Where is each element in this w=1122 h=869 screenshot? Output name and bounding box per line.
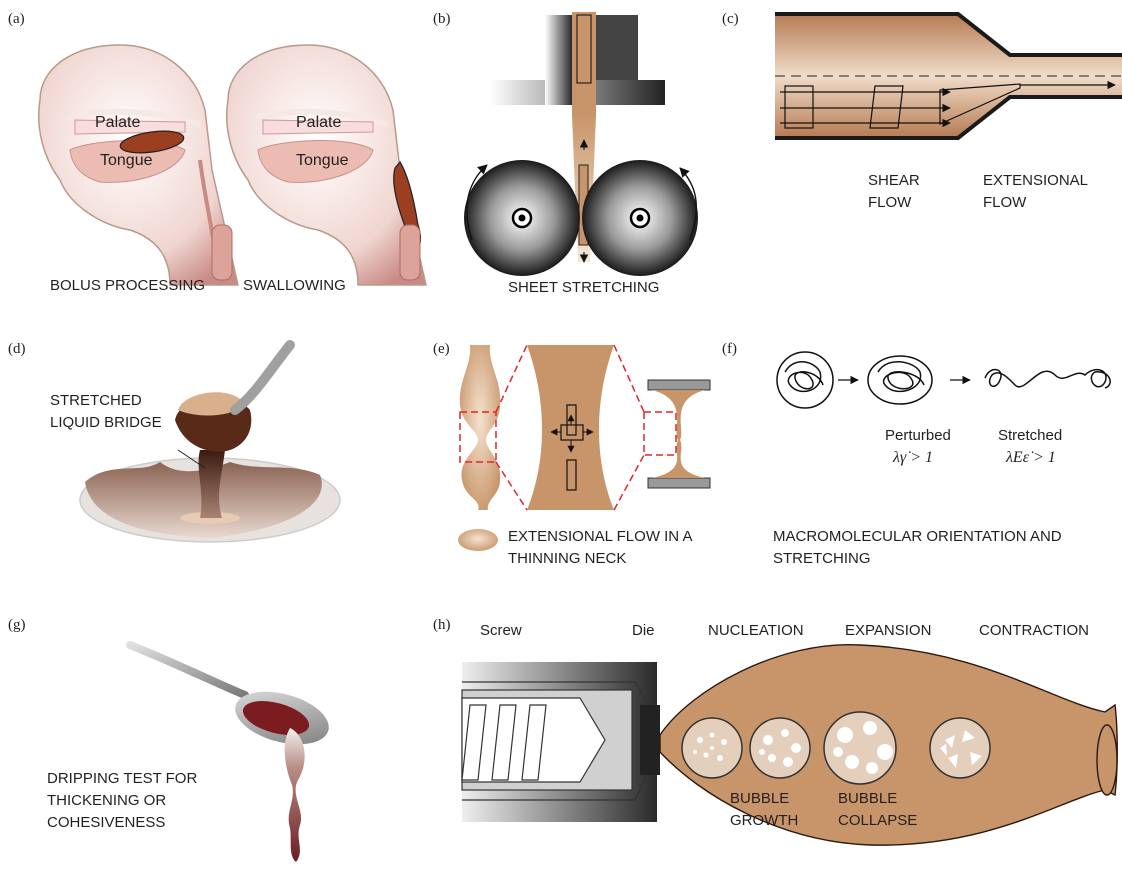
panel-g-label: (g) xyxy=(8,614,26,636)
panel-c-channel xyxy=(775,14,1122,138)
equation-perturbed: λγ̇ > 1 xyxy=(893,447,933,469)
label-die: Die xyxy=(632,620,655,642)
caption-macromolecular: MACROMOLECULAR ORIENTATION AND STRETCHIN… xyxy=(773,526,1062,570)
panel-a-heads xyxy=(39,45,426,285)
panel-b-label: (b) xyxy=(433,8,451,30)
panel-a-label: (a) xyxy=(8,8,25,30)
caption-sheet-stretching: SHEET STRETCHING xyxy=(508,277,659,299)
palate-label-left: Palate xyxy=(95,112,140,134)
caption-swallowing: SWALLOWING xyxy=(243,275,346,297)
label-extensional-flow: EXTENSIONAL FLOW xyxy=(983,170,1088,214)
panel-d-label: (d) xyxy=(8,338,26,360)
panel-e-label: (e) xyxy=(433,338,450,360)
label-bubble-collapse: BUBBLE COLLAPSE xyxy=(838,788,917,832)
panel-b-rollers xyxy=(464,12,698,276)
tongue-label-left: Tongue xyxy=(100,150,153,172)
tongue-label-right: Tongue xyxy=(296,150,349,172)
panel-c-label: (c) xyxy=(722,8,739,30)
label-shear-flow: SHEAR FLOW xyxy=(868,170,920,214)
label-stretched: Stretched xyxy=(998,425,1062,447)
panel-f-label: (f) xyxy=(722,338,737,360)
caption-thinning-neck: EXTENSIONAL FLOW IN A THINNING NECK xyxy=(508,526,692,570)
palate-label-right: Palate xyxy=(296,112,341,134)
label-expansion: EXPANSION xyxy=(845,620,931,642)
label-bubble-growth: BUBBLE GROWTH xyxy=(730,788,798,832)
label-screw: Screw xyxy=(480,620,522,642)
label-nucleation: NUCLEATION xyxy=(708,620,804,642)
label-stretched-liquid-bridge: STRETCHED LIQUID BRIDGE xyxy=(50,390,162,434)
panel-f-coils xyxy=(777,352,1110,408)
label-contraction: CONTRACTION xyxy=(979,620,1089,642)
caption-bolus-processing: BOLUS PROCESSING xyxy=(50,275,205,297)
equation-stretched: λEε̇ > 1 xyxy=(1006,447,1056,469)
panel-e-neck xyxy=(458,345,710,551)
panel-d-bowl xyxy=(80,345,340,542)
panel-h-label: (h) xyxy=(433,614,451,636)
label-perturbed: Perturbed xyxy=(885,425,951,447)
caption-dripping-test: DRIPPING TEST FOR THICKENING OR COHESIVE… xyxy=(47,768,197,834)
